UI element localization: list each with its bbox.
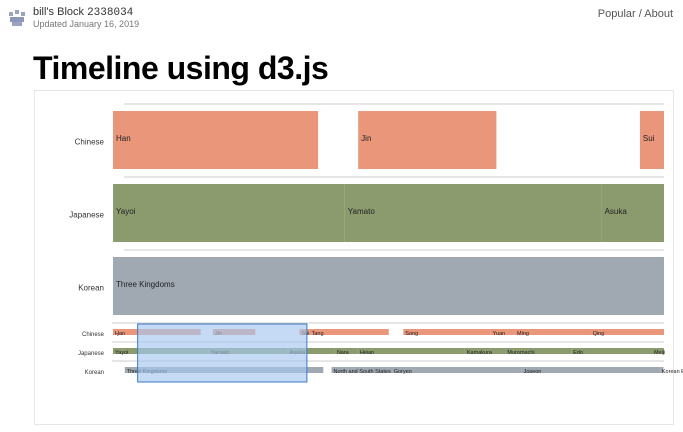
main-item-label: Han bbox=[116, 134, 131, 143]
main-lane-label: Korean bbox=[78, 284, 104, 293]
mini-item-north-and-south-states[interactable] bbox=[331, 367, 394, 373]
mini-item-label: Muromachi bbox=[507, 350, 534, 356]
mini-item-korean-empire[interactable] bbox=[659, 367, 664, 373]
mini-item-label: Qing bbox=[593, 331, 605, 337]
mini-item-label: Heian bbox=[360, 350, 374, 356]
main-item-han[interactable] bbox=[113, 111, 319, 169]
mini-item-meiji[interactable] bbox=[651, 348, 664, 354]
mini-item-label: Korean Empire bbox=[662, 369, 683, 375]
mini-item-label: Kamakura bbox=[467, 350, 493, 356]
main-item-yamato[interactable] bbox=[344, 184, 602, 242]
mini-lane-label: Korean bbox=[85, 370, 104, 376]
mini-lane-label: Chinese bbox=[82, 332, 105, 338]
mini-item-edo[interactable] bbox=[571, 348, 652, 354]
nav-about-link[interactable]: About bbox=[644, 8, 673, 20]
main-item-label: Jin bbox=[361, 134, 371, 143]
nav-popular-link[interactable]: Popular bbox=[597, 8, 636, 20]
brush-selection[interactable] bbox=[137, 323, 308, 383]
mini-item-label: Yuan bbox=[493, 331, 506, 337]
mini-item-label: Tang bbox=[312, 331, 324, 337]
mini-item-tang[interactable] bbox=[309, 329, 389, 335]
mini-item-label: Ming bbox=[517, 331, 529, 337]
mini-item-label: Song bbox=[405, 331, 418, 337]
mini-item-heian[interactable] bbox=[357, 348, 465, 354]
updated-date: Updated January 16, 2019 bbox=[33, 19, 140, 29]
main-item-yayoi[interactable] bbox=[113, 184, 345, 242]
timeline-frame bbox=[34, 90, 674, 425]
main-lane-label: Chinese bbox=[75, 138, 105, 147]
mini-item-label: Han bbox=[115, 331, 125, 337]
main-item-sui[interactable] bbox=[639, 111, 664, 169]
top-nav: Popular / About bbox=[598, 8, 673, 20]
page-title: Timeline using d3.js bbox=[33, 50, 329, 86]
block-id: 2338034 bbox=[87, 7, 134, 19]
block-owner[interactable]: bill's Block bbox=[33, 6, 85, 18]
mini-item-song[interactable] bbox=[403, 329, 491, 335]
main-item-three-kingdoms[interactable] bbox=[113, 257, 664, 315]
mini-item-goryeo[interactable] bbox=[391, 367, 522, 373]
nav-separator: / bbox=[635, 8, 645, 20]
main-item-label: Yayoi bbox=[116, 207, 136, 216]
main-item-asuka[interactable] bbox=[601, 184, 664, 242]
mini-item-label: Joseon bbox=[524, 369, 542, 375]
block-header: bill's Block 2338034 Updated January 16,… bbox=[0, 0, 683, 40]
mini-item-label: Goryeo bbox=[394, 369, 412, 375]
main-lane-label: Japanese bbox=[69, 211, 104, 220]
mini-item-kamakura[interactable] bbox=[464, 348, 506, 354]
mini-item-qing[interactable] bbox=[590, 329, 664, 335]
mini-item-muromachi[interactable] bbox=[505, 348, 572, 354]
mini-lane-label: Japanese bbox=[78, 351, 105, 357]
main-item-label: Sui bbox=[643, 134, 655, 143]
main-item-jin[interactable] bbox=[358, 111, 497, 169]
mini-item-yuan[interactable] bbox=[490, 329, 516, 335]
mini-item-label: Meiji bbox=[654, 350, 665, 356]
main-item-label: Three Kingdoms bbox=[116, 280, 175, 289]
main-item-label: Asuka bbox=[605, 207, 628, 216]
block-title[interactable]: bill's Block 2338034 bbox=[33, 6, 133, 19]
mini-item-asuka[interactable] bbox=[287, 348, 335, 354]
mini-item-label: North and South States bbox=[334, 369, 391, 375]
mini-item-nara[interactable] bbox=[334, 348, 358, 354]
main-item-label: Yamato bbox=[348, 207, 376, 216]
bl-ocks-logo-icon[interactable] bbox=[8, 9, 26, 27]
mini-item-label: Edo bbox=[573, 350, 583, 356]
mini-item-label: Nara bbox=[337, 350, 350, 356]
mini-item-ming[interactable] bbox=[515, 329, 591, 335]
mini-item-joseon[interactable] bbox=[521, 367, 660, 373]
mini-item-label: Yayoi bbox=[115, 350, 128, 356]
